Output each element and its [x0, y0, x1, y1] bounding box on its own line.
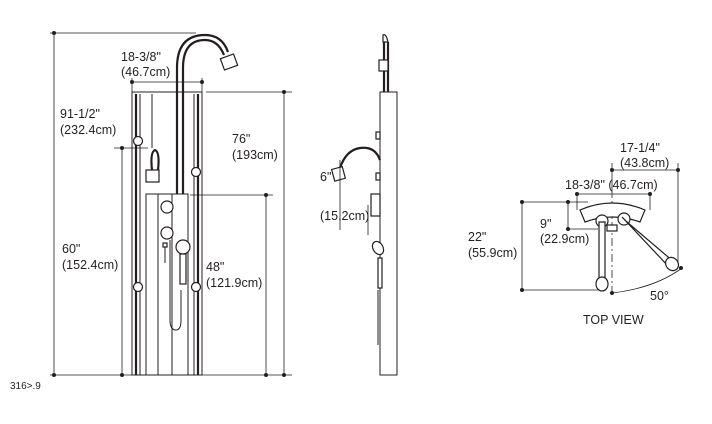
total-height-cm: (232.4cm): [60, 123, 116, 137]
gooseneck-pipe: [175, 33, 230, 194]
front-view: [50, 31, 292, 377]
top-reach-cm: (43.8cm): [620, 156, 669, 170]
side-view: [330, 34, 398, 376]
side-projection-in: 6": [320, 170, 331, 184]
top-depth-cm: (22.9cm): [540, 232, 589, 246]
top-view-title: TOP VIEW: [583, 313, 644, 327]
center-mount: [606, 224, 618, 232]
body-spray-icon: [132, 281, 144, 293]
top-width-label: 18-3/8" (46.7cm): [565, 178, 658, 192]
control-height-cm: (121.9cm): [206, 276, 262, 290]
top-arm-in: 22": [468, 230, 486, 244]
top-view: [520, 163, 683, 295]
arm-end-icon: [664, 256, 680, 272]
rain-showerhead-icon: [219, 53, 239, 71]
side-rain-showerhead-icon: [378, 59, 389, 72]
side-handshower-icon: [371, 240, 385, 256]
showerhead-height-in: 60": [62, 242, 80, 256]
valve-knob-icon: [160, 200, 174, 214]
showerhead-height-cm: (152.4cm): [62, 258, 118, 272]
top-arm-cm: (55.9cm): [468, 246, 517, 260]
wall-bracket: [579, 202, 646, 223]
front-width-in: 18-3/8": [121, 50, 161, 64]
panel-height-in: 76": [232, 132, 250, 146]
valve-knob-icon: [160, 226, 174, 240]
control-height-in: 48": [206, 260, 224, 274]
body-spray-icon: [190, 281, 202, 293]
fixed-showerhead-icon: [145, 169, 160, 183]
arm-straight: [598, 221, 606, 279]
top-depth-in: 9": [540, 217, 551, 231]
side-fixed-showerhead-icon: [330, 165, 347, 182]
top-reach-in: 17-1/4": [620, 141, 660, 155]
top-angle: 50°: [650, 289, 669, 303]
front-width-cm: (46.7cm): [121, 65, 170, 79]
arm-end-icon: [595, 276, 609, 292]
side-panel-outline: [379, 91, 398, 376]
total-height-in: 91-1/2": [60, 107, 100, 121]
panel-height-cm: (193cm): [232, 148, 278, 162]
footer-code: 316>.9: [10, 381, 41, 392]
body-spray-icon: [190, 166, 202, 178]
side-projection-cm: (15.2cm): [320, 209, 369, 223]
body-spray-icon: [132, 135, 144, 147]
control-box: [145, 193, 189, 376]
handshower-icon: [175, 239, 191, 255]
